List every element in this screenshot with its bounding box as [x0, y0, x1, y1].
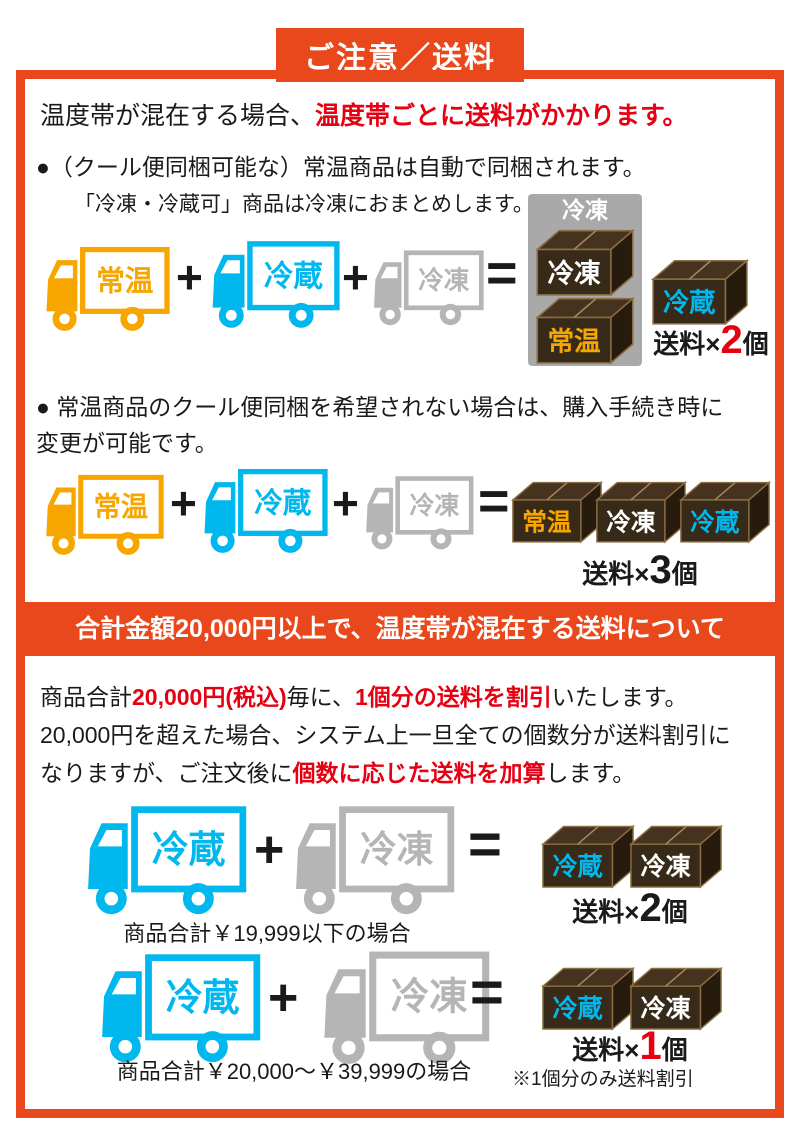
truck-label: 冷凍 — [418, 266, 469, 295]
truck-label: 常温 — [94, 491, 149, 522]
diagram4-caption: 商品合計￥20,000〜￥39,999の場合 — [116, 1059, 472, 1084]
box-label: 冷凍 — [547, 258, 601, 288]
truck-label: 常温 — [96, 265, 154, 297]
truck-icon-room-temp: 常温 — [46, 246, 170, 331]
truck-icon-frozen: 冷凍 — [366, 476, 474, 550]
para-text: いたします。 — [551, 684, 688, 710]
truck-label: 冷凍 — [360, 829, 434, 870]
plus-icon: + — [268, 969, 299, 1027]
box-label: 冷蔵 — [663, 288, 715, 318]
box-icon-frozen: 冷凍 — [535, 228, 635, 297]
box-icon-chilled: 冷蔵 — [540, 966, 636, 1031]
truck-label: 冷蔵 — [166, 977, 240, 1018]
truck-label: 冷蔵 — [254, 487, 312, 519]
para-line3: なりますが、ご注文後に個数に応じた送料を加算します。 — [40, 754, 635, 788]
bullet1-text: ●（クール便同梱可能な）常温商品は自動で同梱されます。 — [36, 154, 646, 180]
para-text: なりますが、ご注文後に — [40, 760, 293, 786]
truck-icon-chilled: 冷蔵 — [88, 806, 247, 915]
shipping-prefix: 送料× — [653, 329, 721, 359]
shipping-count: 2 — [720, 318, 743, 362]
plus-icon: + — [332, 477, 359, 529]
plus-icon: + — [254, 821, 285, 879]
shipping-prefix: 送料× — [582, 559, 650, 589]
truck-icon-frozen: 冷凍 — [374, 250, 484, 326]
box-icon-chilled: 冷蔵 — [678, 481, 772, 544]
para-text: 毎に、 — [286, 684, 355, 710]
box-label: 冷蔵 — [553, 994, 603, 1023]
shipping-suffix: 個 — [742, 329, 769, 359]
truck-icon-chilled: 冷蔵 — [212, 241, 340, 328]
truck-label: 冷蔵 — [152, 829, 226, 870]
box-label: 冷凍 — [606, 507, 656, 536]
bullet2-line1: ● 常温商品のクール便同梱を希望されない場合は、購入手続き時に — [36, 394, 724, 420]
intro-plain: 温度帯が混在する場合、 — [40, 102, 316, 130]
truck-icon-chilled: 冷蔵 — [102, 954, 261, 1063]
frozen-package: 冷凍 冷凍 常温 — [528, 194, 642, 366]
truck-icon-frozen: 冷凍 — [296, 806, 455, 915]
equals-icon: = — [478, 471, 510, 531]
box-label: 常温 — [522, 508, 572, 536]
para-text: します。 — [545, 760, 636, 786]
truck-label: 冷蔵 — [264, 260, 324, 293]
intro-line: 温度帯が混在する場合、温度帯ごとに送料がかかります。 — [40, 96, 688, 132]
truck-icon-room-temp: 常温 — [46, 474, 164, 555]
truck-icon-frozen: 冷凍 — [324, 951, 490, 1064]
truck-label: 冷凍 — [409, 491, 459, 520]
box-icon-room-temp: 常温 — [535, 296, 635, 365]
bullet2-line2: 変更が可能です。 — [36, 430, 218, 456]
plus-icon: + — [176, 251, 203, 303]
box-label: 常温 — [547, 326, 601, 356]
discount-note: ※1個分のみ送料割引 — [512, 1069, 694, 1090]
para-highlight: 20,000円(税込) — [132, 684, 287, 710]
shipping-prefix: 送料× — [572, 897, 640, 927]
box-label: 冷蔵 — [690, 507, 740, 536]
shipping-count: 2 — [639, 886, 662, 930]
para-line1: 商品合計20,000円(税込)毎に、1個分の送料を割引いたします。 — [40, 678, 687, 712]
bullet1-subtext: 「冷凍・冷蔵可」商品は冷凍におまとめします。 — [74, 193, 534, 216]
shipping-count: 1 — [639, 1024, 662, 1068]
equals-icon: = — [468, 812, 502, 877]
shipping-count: 3 — [649, 548, 672, 592]
diagram3-caption: 商品合計￥19,999以下の場合 — [123, 921, 411, 946]
shipping-suffix: 個 — [671, 559, 698, 589]
para-line2: 20,000円を超えた場合、システム上一旦全ての個数分が送料割引に — [40, 722, 731, 748]
box-label: 冷凍 — [641, 994, 692, 1023]
para-highlight: 個数に応じた送料を加算 — [292, 760, 546, 786]
box-icon-chilled: 冷蔵 — [540, 824, 636, 889]
shipping-prefix: 送料× — [572, 1035, 640, 1065]
shipping-suffix: 個 — [661, 897, 688, 927]
plus-icon: + — [170, 477, 197, 529]
section-banner: 合計金額20,000円以上で、温度帯が混在する送料について — [16, 602, 784, 656]
box-icon-chilled: 冷蔵 — [650, 259, 750, 326]
shipping-suffix: 個 — [661, 1035, 688, 1065]
box-label: 冷凍 — [641, 852, 692, 881]
box-label: 冷蔵 — [553, 852, 603, 881]
equals-icon: = — [486, 243, 518, 303]
box-icon-frozen: 冷凍 — [628, 824, 724, 889]
para-highlight: 1個分の送料を割引 — [354, 684, 552, 710]
box-icon-frozen: 冷凍 — [628, 966, 724, 1031]
content-frame — [16, 70, 784, 1118]
truck-label: 冷凍 — [391, 976, 468, 1019]
equals-icon: = — [470, 960, 504, 1025]
para-text: 商品合計 — [40, 684, 132, 710]
plus-icon: + — [342, 251, 369, 303]
box-icon-frozen: 冷凍 — [594, 481, 688, 544]
box-icon-room-temp: 常温 — [510, 481, 604, 544]
intro-highlight: 温度帯ごとに送料がかかります。 — [315, 102, 688, 130]
frozen-package-label: 冷凍 — [562, 197, 608, 223]
truck-icon-chilled: 冷蔵 — [204, 468, 328, 553]
